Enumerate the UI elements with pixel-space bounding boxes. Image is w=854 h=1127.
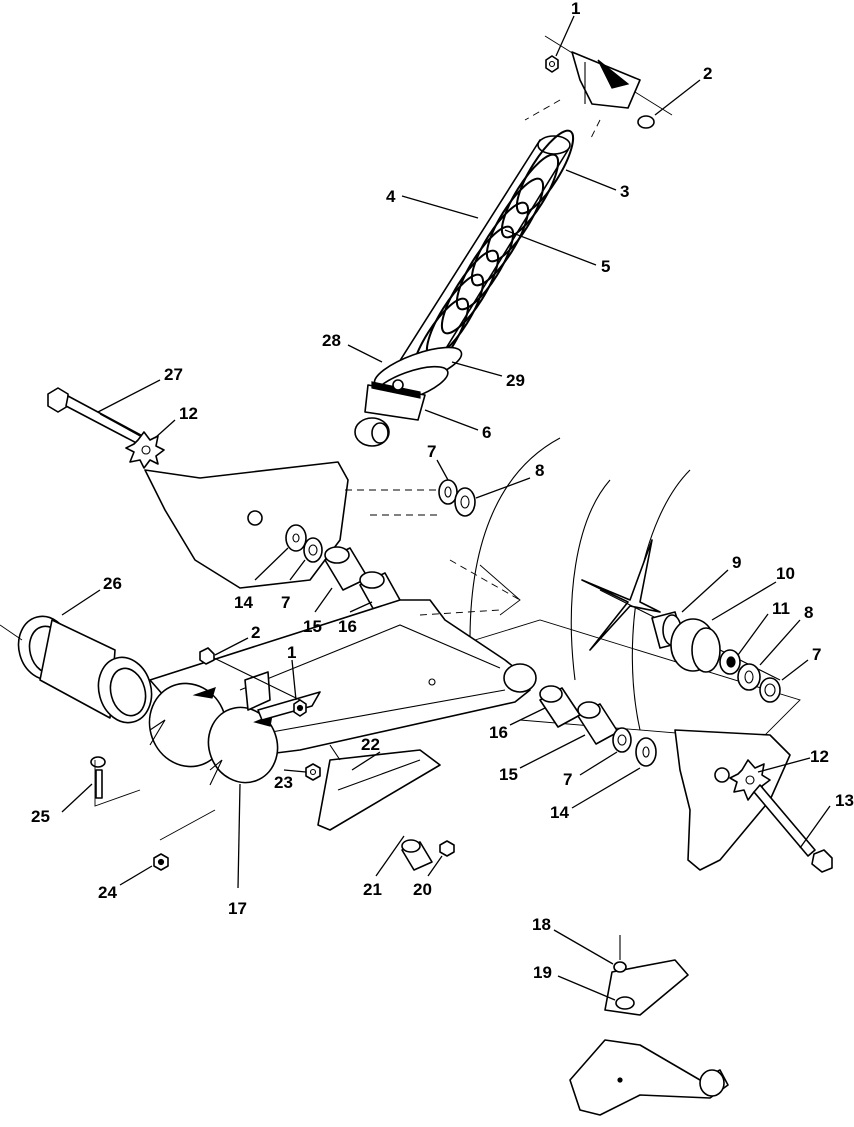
callout-6: 6 <box>482 423 491 442</box>
washer-7-right <box>759 677 781 703</box>
callout-4: 4 <box>386 187 396 206</box>
nut-1-lower <box>293 699 307 717</box>
callout-22: 22 <box>361 735 380 754</box>
inset-detail <box>569 935 729 1116</box>
cross-tube-17 <box>148 682 279 786</box>
callout-20: 20 <box>413 880 432 899</box>
washer-7-left <box>303 537 323 563</box>
callout-21: 21 <box>363 880 382 899</box>
nut-23 <box>305 763 321 781</box>
bushing-15-right <box>577 701 619 745</box>
washer-14-left <box>285 524 307 552</box>
callout-29: 29 <box>506 371 525 390</box>
star-washer-12-left <box>125 431 165 469</box>
callout-9: 9 <box>732 553 741 572</box>
washer-8-upper <box>454 487 476 517</box>
callout-11: 11 <box>772 599 790 618</box>
shock-bracket <box>244 671 321 721</box>
callout-1-lower: 1 <box>287 643 296 662</box>
carriage-bolt-25 <box>90 756 141 807</box>
roller-10 <box>670 618 721 673</box>
callout-12-left: 12 <box>179 404 198 423</box>
callout-7-left: 7 <box>281 593 290 612</box>
callout-15-left: 15 <box>303 617 322 636</box>
limiter-strap-22 <box>317 744 441 831</box>
mount-nut-1 <box>545 55 559 73</box>
callout-28: 28 <box>322 331 341 350</box>
washer-8-right <box>737 663 761 691</box>
callout-7-lower-right: 7 <box>563 770 572 789</box>
upper-mount-bracket <box>524 35 673 141</box>
callout-12-right: 12 <box>810 747 829 766</box>
bushing-15-left <box>324 546 369 591</box>
callout-16-left: 16 <box>338 617 357 636</box>
callout-27: 27 <box>164 365 183 384</box>
bolt-20 <box>439 840 455 857</box>
callout-14-right: 14 <box>550 803 569 822</box>
callout-7-right: 7 <box>812 645 821 664</box>
callout-19: 19 <box>533 963 552 982</box>
callout-13: 13 <box>835 791 854 810</box>
callout-15-right: 15 <box>499 765 518 784</box>
callout-10: 10 <box>776 564 795 583</box>
callout-labels: 1 2 3 4 5 28 29 6 27 12 7 8 14 7 15 16 2… <box>31 0 854 982</box>
callout-16-right: 16 <box>489 723 508 742</box>
nut-11 <box>719 649 741 675</box>
callout-7-upper: 7 <box>427 442 436 461</box>
callout-2: 2 <box>703 64 712 83</box>
shock-absorber <box>354 129 575 447</box>
callout-1: 1 <box>571 0 580 18</box>
callout-2-lower: 2 <box>251 623 260 642</box>
callout-8-upper: 8 <box>535 461 544 480</box>
callout-14-left: 14 <box>234 593 253 612</box>
nut-24 <box>153 809 216 871</box>
callout-25: 25 <box>31 807 50 826</box>
mount-bushing-2 <box>637 115 655 129</box>
callout-23: 23 <box>274 773 293 792</box>
callout-3: 3 <box>620 182 629 201</box>
washer-7-lower-right <box>612 727 632 753</box>
pivot-bolt-27 <box>47 387 151 449</box>
pivot-bolt-13 <box>753 784 833 873</box>
bolt-2-lower <box>199 647 301 701</box>
bushing-16-right <box>539 685 581 728</box>
washer-14-right <box>635 737 657 767</box>
spacer-21 <box>401 839 433 871</box>
axle-sleeve-26 <box>0 615 153 724</box>
callout-26: 26 <box>103 574 122 593</box>
callout-leaders <box>61 15 831 1001</box>
callout-24: 24 <box>98 883 117 902</box>
callout-5: 5 <box>601 257 610 276</box>
callout-18: 18 <box>532 915 551 934</box>
callout-17: 17 <box>228 899 247 918</box>
callout-8-right: 8 <box>804 603 813 622</box>
